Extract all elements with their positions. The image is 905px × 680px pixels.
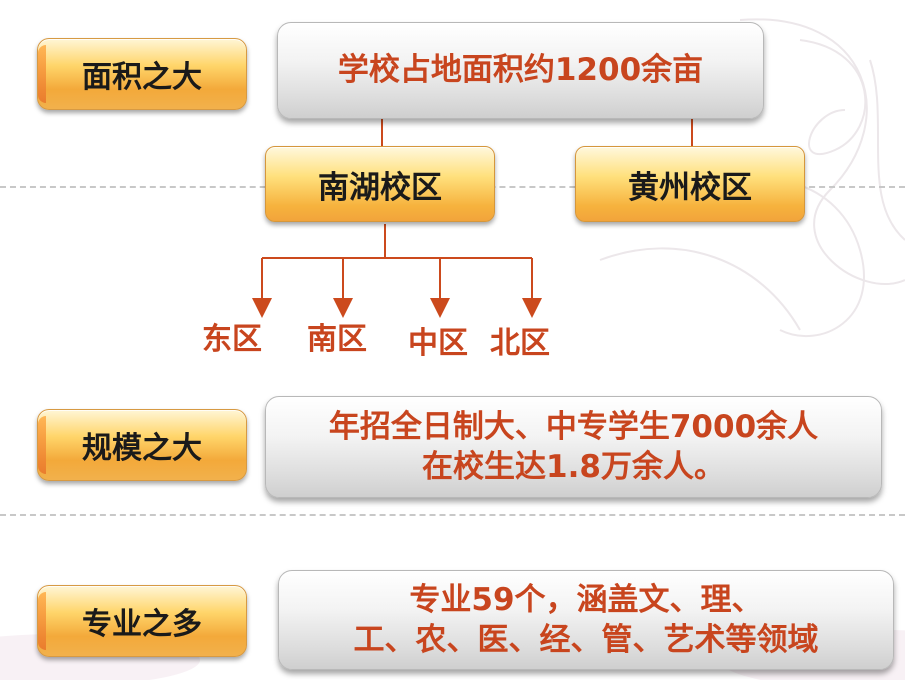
- tag-accent: [38, 45, 46, 103]
- district-central: 中区: [408, 326, 468, 361]
- box-scale: 年招全日制大、中专学生7000余人 在校生达1.8万余人。: [265, 396, 882, 498]
- district-east: 东区: [202, 322, 262, 357]
- box-area-line-1: 学校占地面积约1200余亩: [337, 52, 704, 89]
- district-north: 北区: [490, 326, 550, 361]
- tag-area-label: 面积之大: [82, 60, 202, 95]
- district-south: 南区: [307, 322, 367, 357]
- tag-area: 面积之大: [37, 38, 247, 110]
- box-scale-line-1: 年招全日制大、中专学生7000余人: [328, 408, 819, 445]
- dashed-divider-bottom: [0, 514, 905, 516]
- tag-majors-label: 专业之多: [82, 607, 202, 642]
- tag-scale-label: 规模之大: [82, 431, 202, 466]
- box-area: 学校占地面积约1200余亩: [277, 22, 764, 119]
- campus-huangzhou-label: 黄州校区: [628, 169, 752, 206]
- box-majors: 专业59个，涵盖文、理、 工、农、医、经、管、艺术等领域: [278, 570, 894, 670]
- box-majors-line-2: 工、农、医、经、管、艺术等领域: [353, 622, 819, 658]
- tag-accent: [38, 416, 46, 474]
- box-scale-line-2: 在校生达1.8万余人。: [422, 449, 725, 485]
- tag-scale: 规模之大: [37, 409, 247, 481]
- campus-nanhu: 南湖校区: [265, 146, 495, 222]
- tag-majors: 专业之多: [37, 585, 247, 657]
- campus-huangzhou: 黄州校区: [575, 146, 805, 222]
- box-majors-line-1: 专业59个，涵盖文、理、: [409, 581, 763, 618]
- tag-accent: [38, 592, 46, 650]
- campus-nanhu-label: 南湖校区: [318, 169, 442, 206]
